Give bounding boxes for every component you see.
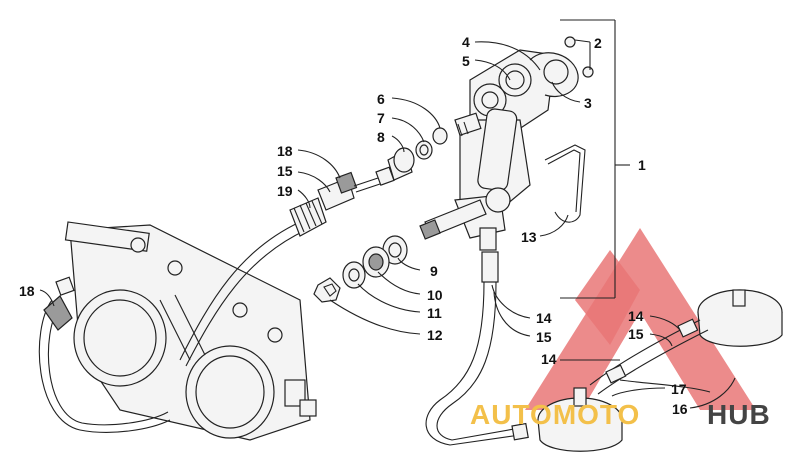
callout-12: 12 (427, 327, 443, 343)
callout-17: 17 (671, 381, 687, 397)
sensor-assembly (419, 36, 594, 251)
callout-19: 19 (277, 183, 293, 199)
throttle-cable (179, 166, 395, 367)
callout-10: 10 (427, 287, 443, 303)
callout-15c: 15 (277, 163, 293, 179)
callout-4: 4 (462, 34, 470, 50)
callout-3: 3 (584, 95, 592, 111)
callout-labels: 1 2 3 4 5 6 7 8 9 10 11 12 13 14 14 14 1… (19, 34, 688, 417)
callout-9: 9 (430, 263, 438, 279)
watermark-brand-part1: AUTOMOTO (470, 399, 640, 430)
callout-6: 6 (377, 91, 385, 107)
callout-2: 2 (594, 35, 602, 51)
callout-7: 7 (377, 110, 385, 126)
right-canisters (537, 289, 783, 452)
callout-14a: 14 (536, 310, 552, 326)
callout-15b: 15 (628, 326, 644, 342)
wire-clip (544, 144, 586, 223)
callout-14b: 14 (541, 351, 557, 367)
watermark-brand-part2: HUB (707, 399, 771, 430)
callout-11: 11 (427, 305, 442, 321)
center-hose (425, 251, 529, 446)
small-parts (313, 127, 448, 303)
callout-8: 8 (377, 129, 385, 145)
callout-14c: 14 (628, 308, 644, 324)
callout-16: 16 (672, 401, 688, 417)
leader-lines (39, 19, 736, 409)
callout-18a: 18 (277, 143, 293, 159)
left-hose (38, 276, 171, 433)
callout-15a: 15 (536, 329, 552, 345)
callout-5: 5 (462, 53, 470, 69)
watermark-text: AUTOMOTO HUB (470, 399, 771, 430)
callout-18b: 18 (19, 283, 35, 299)
callout-13: 13 (521, 229, 537, 245)
throttle-body (64, 221, 317, 441)
callout-1: 1 (638, 157, 646, 173)
